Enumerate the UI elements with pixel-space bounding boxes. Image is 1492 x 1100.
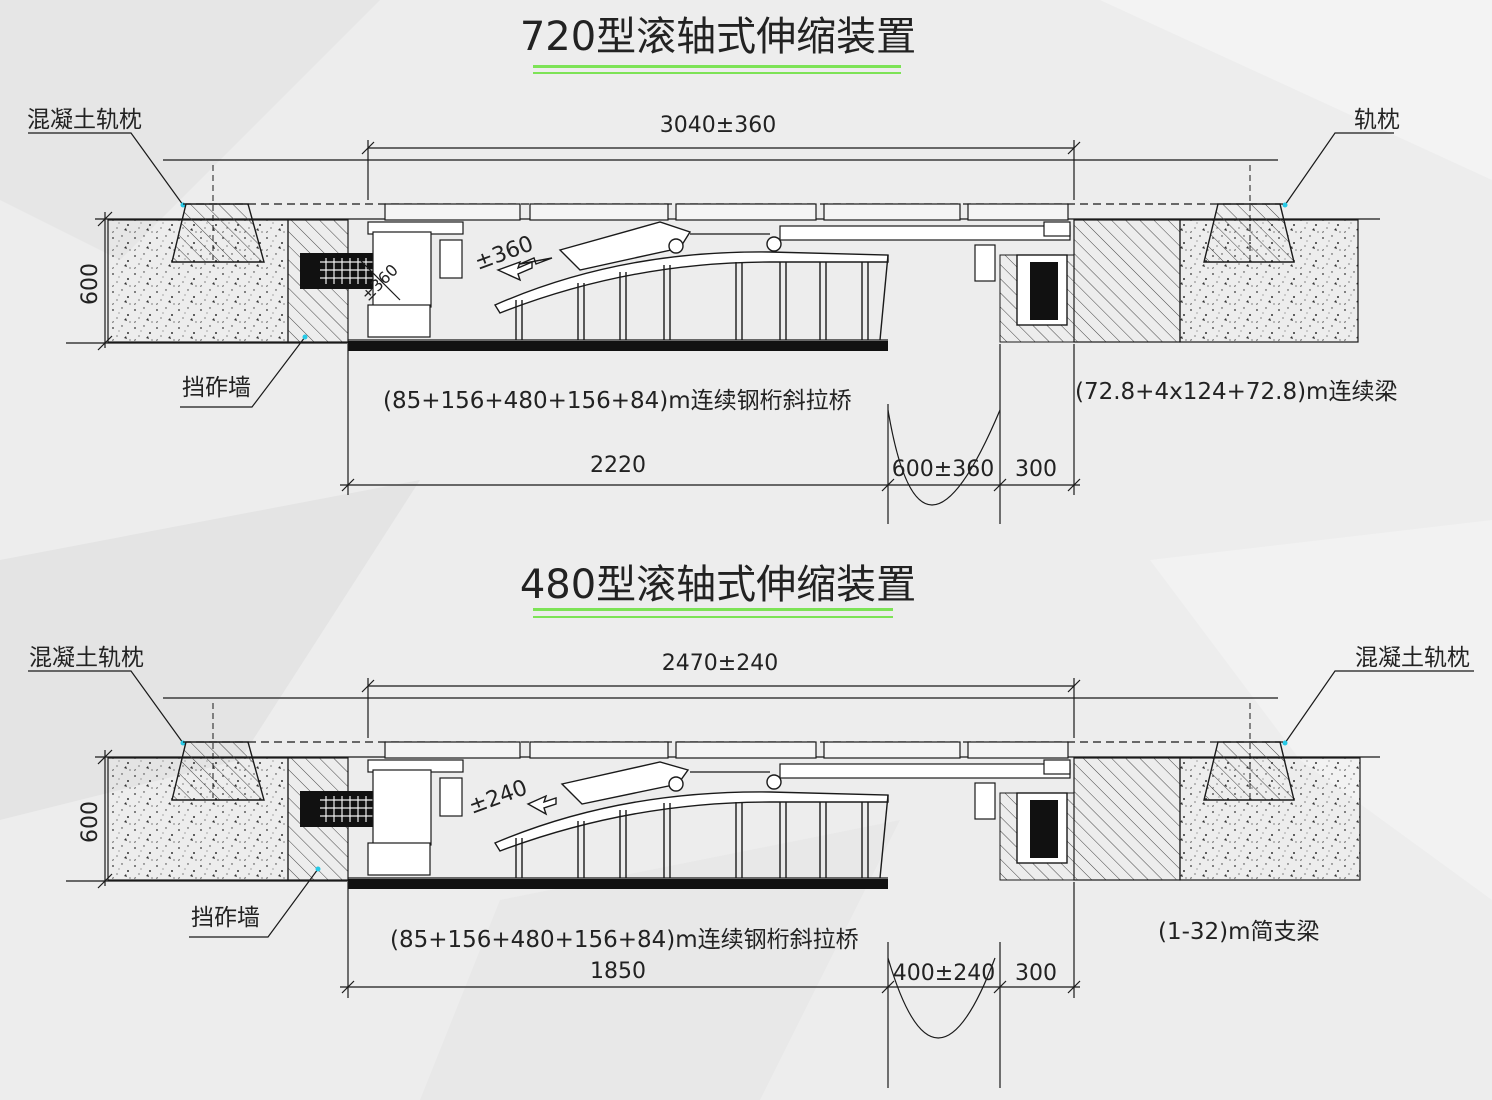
dim-b-label: 600±360 — [892, 457, 994, 482]
tilted-beam — [558, 221, 692, 271]
bottom-dimension — [340, 344, 1081, 524]
dim-b-label: 400±240 — [893, 961, 995, 986]
roller-joint-icon — [668, 776, 684, 792]
overall-dimension — [163, 140, 1278, 200]
bridge-left-label: (85+156+480+156+84)m连续钢桁斜拉桥 — [390, 927, 859, 953]
title-underline — [533, 65, 901, 68]
base-beam — [348, 879, 888, 889]
right-sleeper-label: 轨枕 — [1354, 107, 1400, 133]
ramp-arc — [493, 251, 889, 314]
dim-c-label: 300 — [1015, 457, 1057, 482]
overall-dim-label: 2470±240 — [662, 651, 778, 676]
base-beam — [348, 341, 888, 351]
dim-a-label: 1850 — [590, 959, 646, 984]
roller-joint-icon — [668, 238, 684, 254]
spring-box — [300, 791, 380, 827]
truss-verticals — [515, 794, 889, 879]
leader-tip — [315, 866, 321, 872]
bearing-post — [359, 231, 463, 338]
depth-dim-label: 600 — [78, 801, 103, 843]
ballast-wall-right — [1073, 757, 1181, 881]
rail-beam-segments — [384, 741, 1069, 759]
wall-label: 挡砟墙 — [182, 375, 251, 401]
right-box-core — [1030, 262, 1058, 320]
dim-c-label: 300 — [1015, 961, 1057, 986]
spring-box — [300, 253, 380, 289]
title-underline-2 — [533, 72, 901, 74]
ballast-wall-right — [1073, 219, 1181, 343]
spring-coil — [320, 796, 376, 822]
rail-beam-segments — [384, 203, 1069, 221]
roller-joint-icon — [766, 236, 782, 252]
top-beam-right — [779, 225, 1071, 241]
bridge-left-label: (85+156+480+156+84)m连续钢桁斜拉桥 — [383, 388, 852, 414]
top-beam-right — [779, 763, 1071, 779]
panel-720: 720型滚轴式伸缩装置 3040±360 混凝土轨枕 轨枕 — [27, 14, 1400, 524]
bottom-dimension — [340, 882, 1081, 1088]
arc-dim-label: ±240 — [466, 775, 531, 819]
wall-label: 挡砟墙 — [191, 905, 260, 931]
overall-dim-label: 3040±360 — [660, 113, 776, 138]
depth-dimension — [66, 211, 360, 351]
concrete-sleeper-right — [1203, 741, 1295, 801]
left-sleeper-leader — [28, 132, 184, 206]
truss-verticals — [515, 254, 889, 341]
concrete-sleeper-right — [1203, 203, 1295, 263]
title-underline-2 — [533, 616, 893, 618]
movement-arrows — [526, 794, 557, 816]
panel-title: 720型滚轴式伸缩装置 — [520, 14, 916, 60]
roller-joint-icon — [766, 774, 782, 790]
left-sleeper-leader — [28, 670, 184, 744]
bridge-right-label: (72.8+4x124+72.8)m连续梁 — [1075, 379, 1397, 405]
movement-arrows — [496, 257, 553, 282]
wall-leader — [180, 336, 306, 408]
right-sleeper-label: 混凝土轨枕 — [1355, 645, 1470, 671]
leader-tip — [302, 334, 308, 340]
leader-tip — [1282, 740, 1288, 746]
right-sleeper-leader — [1284, 132, 1394, 206]
right-bearing — [974, 221, 1071, 282]
leader-tip — [1282, 202, 1288, 208]
bridge-right-label: (1-32)m简支梁 — [1158, 919, 1320, 945]
right-bearing — [974, 759, 1071, 820]
wall-leader — [189, 868, 319, 938]
concrete-sleeper-left — [171, 203, 265, 263]
title-underline — [533, 608, 893, 611]
dim-a-label: 2220 — [590, 453, 646, 478]
depth-dim-label: 600 — [78, 263, 103, 305]
right-box-core — [1030, 800, 1058, 858]
spring-coil — [320, 258, 376, 284]
bearing-post — [367, 769, 463, 876]
panel-title: 480型滚轴式伸缩装置 — [520, 562, 916, 608]
tilted-beam — [560, 761, 690, 805]
right-sleeper-leader — [1284, 670, 1474, 744]
left-sleeper-label: 混凝土轨枕 — [29, 645, 144, 671]
left-sleeper-label: 混凝土轨枕 — [27, 107, 142, 133]
concrete-sleeper-left — [171, 741, 265, 801]
depth-dimension — [66, 749, 360, 889]
panel-480: 480型滚轴式伸缩装置 2470±240 混凝土轨枕 混凝土轨枕 — [28, 562, 1474, 1088]
overall-dimension — [163, 678, 1278, 738]
